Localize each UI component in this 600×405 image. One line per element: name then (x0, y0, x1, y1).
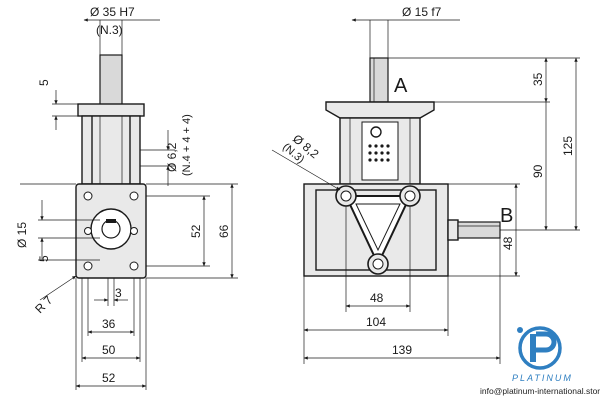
bore-dia-label: Ø 35 H7 (90, 5, 135, 19)
watermark: PLATINUM info@platinum-international.sto… (480, 326, 600, 396)
dim-5-top: 5 (37, 79, 51, 86)
bore-note: (N.3) (96, 23, 123, 37)
label-plate (361, 121, 399, 181)
dim-125: 125 (561, 136, 575, 156)
left-view: Ø 35 H7 (N.3) 5 Ø 6,2 (N.4 + 4 + 4) Ø 15… (15, 5, 238, 390)
bore-dia-side: Ø 15 (15, 222, 29, 248)
keyway (106, 219, 116, 223)
right-view: A B Ø 15 f7 35 90 125 48 Ø 8,2 (N.3) 48 (271, 5, 580, 364)
brand-email: info@platinum-international.store (480, 386, 600, 396)
input-shaft (99, 54, 123, 106)
output-shaft-b (457, 221, 501, 239)
holes-note: (N.4 + 4 + 4) (181, 114, 193, 176)
mount-hole (84, 227, 92, 235)
label-a: A (394, 75, 408, 97)
triangle-frame (344, 195, 412, 267)
label-b: B (500, 205, 513, 227)
dim-66: 66 (217, 224, 231, 238)
top-flange (77, 103, 145, 117)
dim-35: 35 (531, 72, 545, 86)
logo-icon (370, 126, 382, 138)
dim-48-vert: 48 (501, 236, 515, 250)
mount-hole (404, 190, 416, 202)
holes-dia-label: Ø 6,2 (165, 142, 179, 172)
brand-name: PLATINUM (512, 373, 573, 383)
triangle-inner (355, 203, 401, 252)
mount-hole (129, 191, 139, 201)
dim-104: 104 (366, 315, 386, 329)
mount-hole (129, 261, 139, 271)
output-shaft-a (369, 57, 389, 103)
dim-48-horiz: 48 (370, 291, 384, 305)
shaft-dia-label: Ø 15 f7 (402, 5, 442, 19)
mount-hole (130, 227, 138, 235)
mount-hole (340, 190, 352, 202)
dim-90: 90 (531, 164, 545, 178)
mount-hole (372, 258, 384, 270)
platinum-logo-icon (517, 326, 562, 370)
top-flange (325, 101, 435, 119)
plate-dots (368, 144, 390, 162)
mount-hole (83, 261, 93, 271)
gear-housing-column (81, 115, 141, 185)
dim-52-right: 52 (189, 224, 203, 238)
dim-52-bottom: 52 (102, 371, 116, 385)
side-flange (447, 219, 459, 241)
dim-50: 50 (102, 343, 116, 357)
radius-label: R 7 (32, 293, 55, 316)
mount-hole (83, 191, 93, 201)
dim-139: 139 (392, 343, 412, 357)
dim-5-side: 5 (37, 255, 51, 262)
dim-3: 3 (115, 286, 122, 300)
dim-36: 36 (102, 317, 116, 331)
